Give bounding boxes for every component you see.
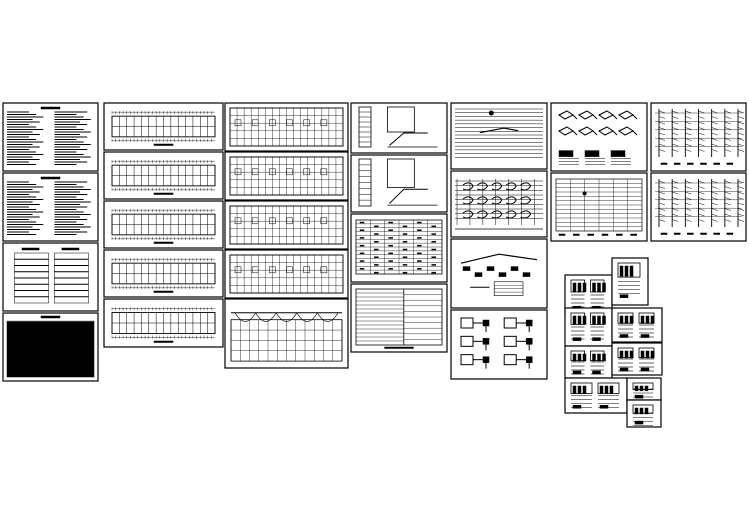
sheet-frame bbox=[2, 242, 99, 312]
drawing-sheet-riser bbox=[450, 170, 548, 238]
sheet-content bbox=[111, 258, 216, 293]
sheet-frame bbox=[450, 309, 548, 380]
drawing-sheet-schedule-split bbox=[350, 283, 448, 353]
drawing-sheet-plan bbox=[103, 200, 224, 249]
drawing-sheet-detail bbox=[611, 307, 663, 343]
drawing-sheet-table-dark bbox=[2, 312, 99, 382]
drawing-sheet-structure bbox=[224, 200, 349, 250]
drawing-sheet-riser-dense bbox=[650, 102, 747, 172]
drawing-sheet-detail bbox=[564, 307, 613, 347]
sheet-content bbox=[555, 178, 643, 236]
drawing-sheets bbox=[2, 102, 747, 428]
sheet-content bbox=[358, 106, 438, 148]
drawing-sheet-stair bbox=[350, 154, 448, 213]
sheet-content bbox=[570, 350, 606, 375]
drawing-sheet-detail bbox=[626, 377, 662, 402]
sheet-content bbox=[570, 312, 606, 341]
sheet-group-system-diagrams bbox=[550, 102, 747, 242]
sheet-group-stair-details bbox=[350, 102, 448, 353]
drawing-sheet-notes bbox=[2, 172, 99, 242]
drawing-sheet-table-light bbox=[2, 242, 99, 312]
sheet-content bbox=[617, 347, 655, 372]
sheet-frame bbox=[550, 102, 648, 172]
sheet-content bbox=[229, 254, 344, 294]
drawing-sheet-plan bbox=[103, 298, 224, 348]
sheet-group-detail-sheets bbox=[564, 257, 663, 428]
sheet-content bbox=[6, 315, 95, 378]
drawing-sheet-schedule bbox=[350, 213, 448, 283]
sheet-content bbox=[558, 110, 638, 166]
sheet-content bbox=[460, 317, 533, 369]
drawing-sheet-elevation bbox=[224, 298, 349, 369]
drawing-sheet-plan bbox=[103, 249, 224, 298]
sheet-frame bbox=[350, 154, 448, 213]
drawing-sheet-plan bbox=[103, 102, 224, 151]
sheet-content bbox=[111, 160, 216, 195]
sheet-content bbox=[111, 209, 216, 244]
drawing-sheet-detail bbox=[564, 377, 628, 414]
sheet-frame bbox=[350, 102, 448, 154]
sheet-content bbox=[229, 107, 344, 147]
drawing-sheet-structure bbox=[224, 151, 349, 201]
drawing-sheet-stair bbox=[350, 102, 448, 154]
drawing-sheet-plan bbox=[103, 151, 224, 200]
sheet-content bbox=[655, 179, 745, 235]
sheet-content bbox=[617, 312, 655, 338]
drawing-sheet-system bbox=[450, 238, 548, 309]
sheet-content bbox=[455, 108, 543, 158]
drawing-sheet-detail bbox=[626, 399, 662, 428]
sheet-content bbox=[111, 307, 216, 343]
sheet-content bbox=[460, 253, 538, 296]
sheet-content bbox=[111, 111, 216, 146]
sheet-content bbox=[358, 158, 438, 207]
sheet-group-floor-plans bbox=[103, 102, 224, 348]
sheet-content bbox=[229, 205, 344, 245]
drawing-sheet-detail bbox=[611, 257, 649, 306]
drawing-sheet-structure bbox=[224, 102, 349, 152]
sheet-group-pipe-systems bbox=[450, 102, 548, 380]
drawing-sheet-structure bbox=[224, 249, 349, 299]
sheet-content bbox=[655, 109, 745, 165]
drawing-sheet-grid-table bbox=[550, 172, 648, 242]
drawing-sheet-axon bbox=[550, 102, 648, 172]
sheet-content bbox=[455, 179, 543, 230]
sheet-content bbox=[229, 156, 344, 196]
sheet-content bbox=[7, 176, 91, 236]
sheet-content bbox=[355, 219, 443, 275]
sheet-content bbox=[570, 382, 620, 409]
sheet-content bbox=[617, 262, 641, 298]
sheet-content bbox=[230, 312, 343, 362]
drawing-sheet-detail bbox=[564, 345, 613, 379]
drawing-sheet-notes bbox=[2, 102, 99, 172]
drawing-sheet-lines bbox=[450, 102, 548, 170]
drawing-sheet-riser-dense bbox=[650, 172, 747, 242]
sheet-content bbox=[7, 106, 91, 166]
sheet-frame bbox=[350, 283, 448, 353]
sheet-content bbox=[632, 404, 654, 426]
sheet-group-structural-plans bbox=[224, 102, 349, 369]
drawing-sheet-detail bbox=[611, 342, 663, 376]
sheet-frame bbox=[450, 102, 548, 170]
sheet-group-design-notes bbox=[2, 102, 99, 382]
drawing-sheet-fixtures bbox=[450, 309, 548, 380]
sheet-content bbox=[355, 288, 443, 349]
sheet-content bbox=[14, 247, 89, 304]
